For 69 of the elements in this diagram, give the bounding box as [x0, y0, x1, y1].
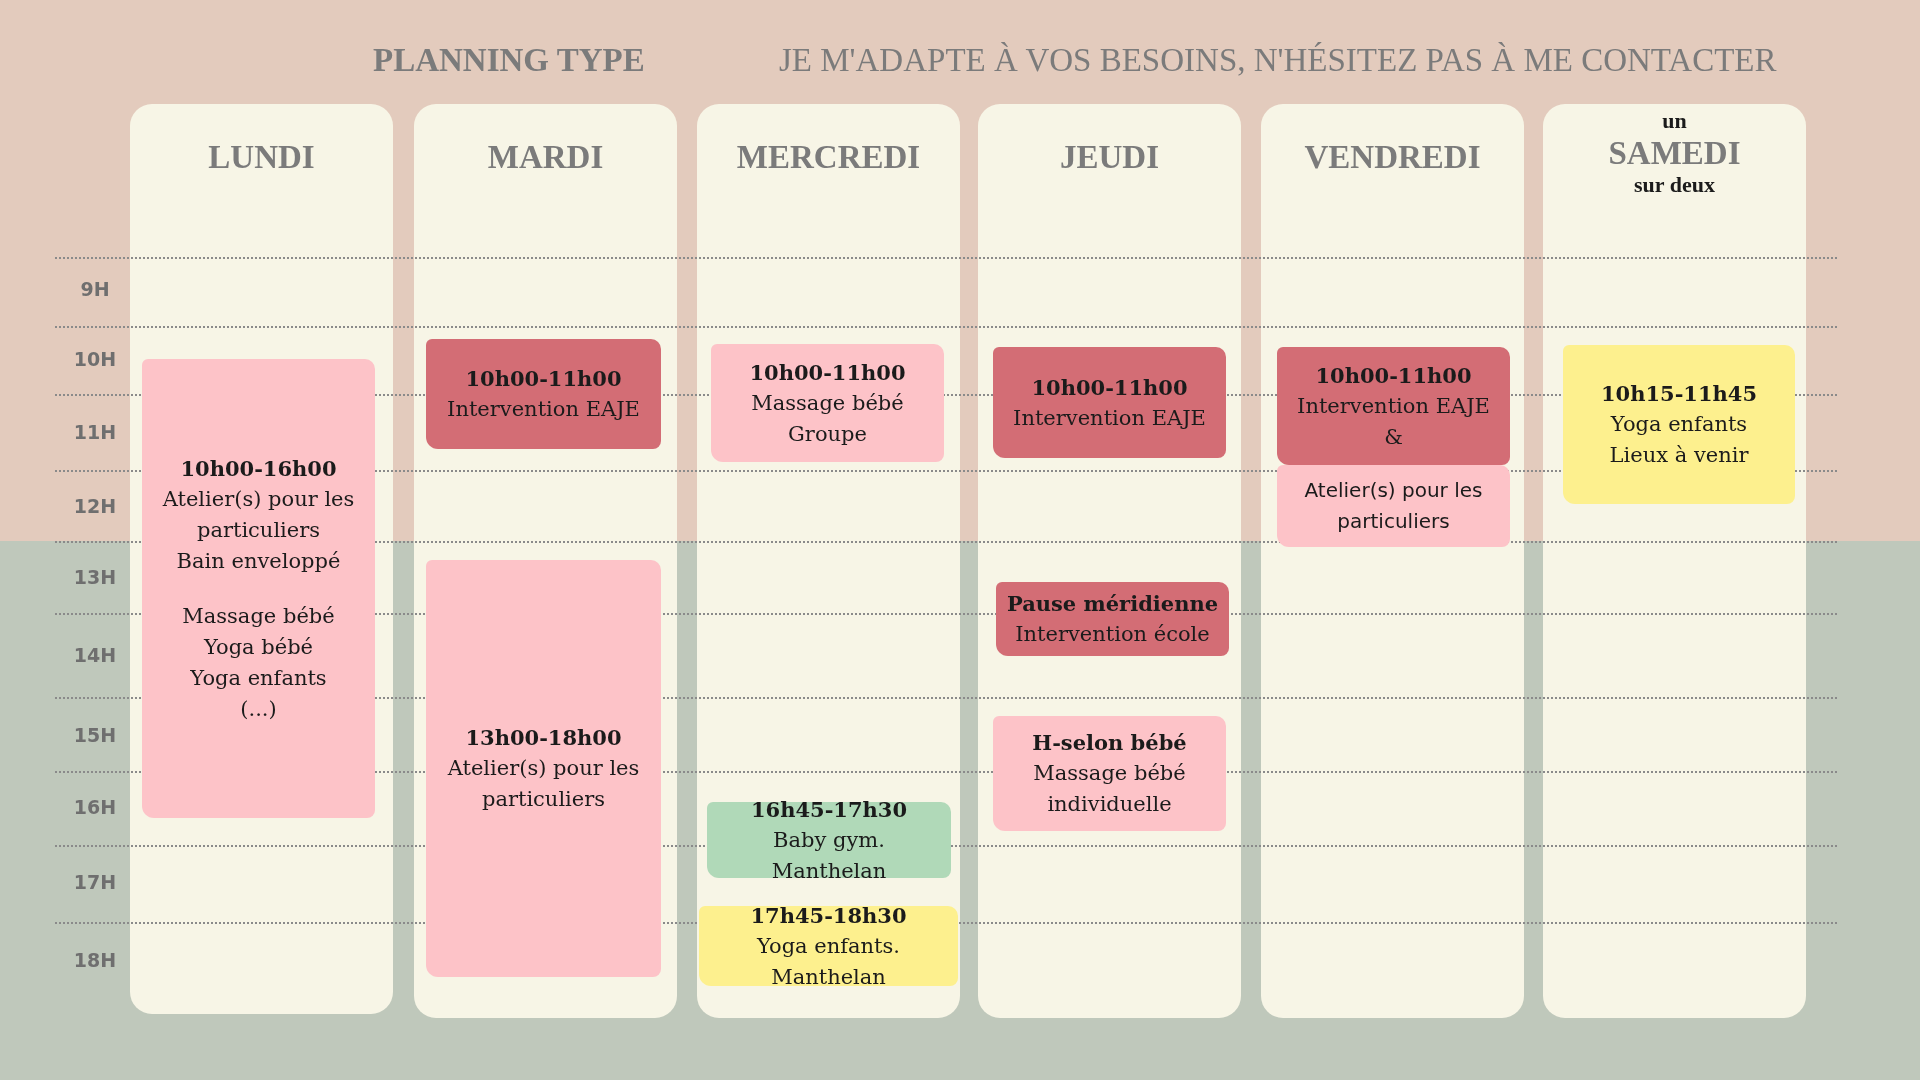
day-heading: un — [1662, 108, 1687, 134]
day-heading: VENDREDI — [1304, 138, 1481, 176]
event-text: Massage bébé individuelle — [1032, 760, 1187, 818]
hour-label: 14H — [72, 644, 118, 666]
day-heading: sur deux — [1634, 172, 1715, 198]
event-heading: 10h00-16h00 — [180, 454, 337, 483]
event-text: Atelier(s) pour les particuliers — [1303, 477, 1484, 535]
event-card — [1563, 345, 1795, 504]
event-text: Yoga enfants — [190, 664, 327, 692]
event-heading: 10h00-11h00 — [1031, 373, 1188, 402]
event-card — [993, 347, 1226, 458]
event-card — [1277, 465, 1510, 547]
subtitle: JE M'ADAPTE À VOS BESOINS, N'HÉSITEZ PAS À ME CONTACTER — [779, 42, 1777, 79]
hour-label: 12H — [72, 495, 118, 517]
event-text: Atelier(s) pour les particuliers — [446, 755, 641, 813]
event-card — [711, 344, 944, 462]
hour-label: 16H — [72, 796, 118, 818]
event-card — [707, 802, 951, 878]
event-text: Intervention EAJE — [1297, 392, 1490, 420]
day-column — [414, 104, 677, 1018]
event-text: Massage bébé — [751, 389, 904, 417]
title: PLANNING TYPE — [373, 42, 645, 79]
hour-label: 9H — [79, 278, 111, 300]
event-text: Yoga enfants — [1610, 411, 1748, 438]
event-text: Groupe — [788, 420, 867, 448]
day-heading: MARDI — [487, 138, 604, 176]
event-text: Yoga bébé — [203, 633, 314, 661]
day-column — [1261, 104, 1524, 1018]
hour-label: 11H — [72, 421, 118, 443]
day-heading: JEUDI — [1060, 138, 1159, 176]
event-heading: 10h15-11h45 — [1600, 380, 1758, 408]
hour-label: 18H — [72, 949, 118, 971]
day-column — [978, 104, 1241, 1018]
event-text: Atelier(s) pour les particuliers — [161, 485, 356, 544]
event-heading: Pause méridienne — [1006, 590, 1219, 618]
event-heading: 17h45-18h30 — [750, 901, 907, 930]
event-heading: 13h00-18h00 — [465, 724, 622, 752]
event-heading: 16h45-17h30 — [750, 795, 908, 824]
event-card — [426, 339, 661, 449]
day-heading: SAMEDI — [1608, 134, 1741, 172]
event-text: Lieux à venir — [1609, 442, 1749, 469]
event-card — [993, 716, 1226, 831]
event-heading: 10h00-11h00 — [1315, 361, 1472, 390]
event-text: Bain enveloppé — [176, 547, 341, 575]
event-card — [426, 560, 661, 977]
event-text: Intervention EAJE — [447, 396, 640, 423]
event-text: Massage bébé — [182, 602, 335, 630]
day-column — [1543, 104, 1806, 1018]
event-text: (...) — [240, 695, 277, 723]
hour-label: 10H — [72, 348, 118, 370]
hour-label: 17H — [72, 871, 118, 893]
event-card — [996, 582, 1229, 656]
day-column — [697, 104, 960, 1018]
event-text: Baby gym. Manthelan — [770, 826, 888, 885]
day-heading: LUNDI — [208, 138, 315, 176]
event-text: & — [1384, 423, 1403, 451]
event-text: Yoga enfants. Manthelan — [755, 932, 901, 991]
event-heading: 10h00-11h00 — [465, 365, 622, 393]
day-heading: MERCREDI — [736, 138, 921, 176]
event-heading: 10h00-11h00 — [749, 358, 906, 387]
event-text: Intervention EAJE — [1013, 404, 1206, 432]
event-card — [699, 906, 958, 986]
hour-label: 13H — [72, 566, 118, 588]
event-heading: H-selon bébé — [1032, 729, 1187, 757]
event-text: Intervention école — [1015, 621, 1210, 648]
day-column — [130, 104, 393, 1014]
hour-label: 15H — [72, 724, 118, 746]
event-card — [1277, 347, 1510, 465]
event-card — [142, 359, 375, 818]
